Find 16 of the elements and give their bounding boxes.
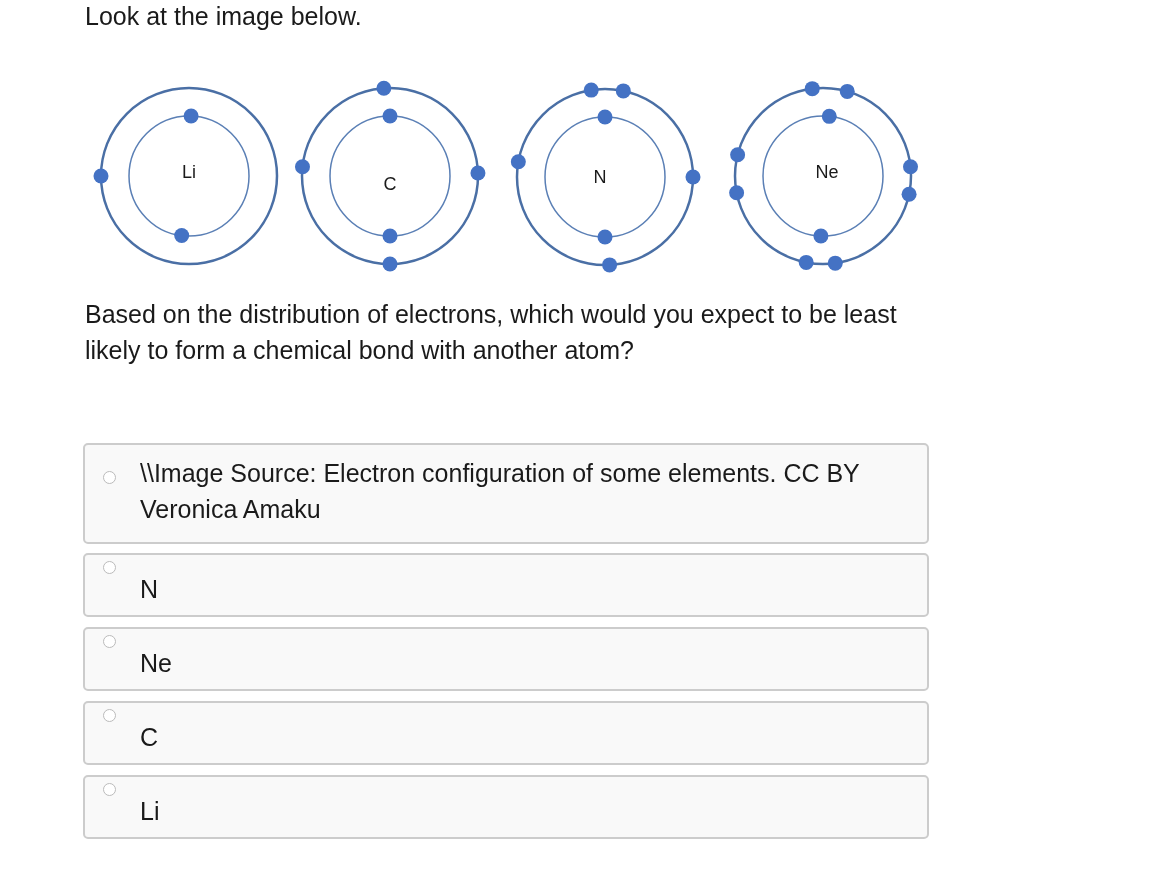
option-text: C (140, 722, 160, 753)
question-text: Based on the distribution of electrons, which would you expect to be least likely to form a chemical bond with another atom? (85, 299, 898, 366)
element-symbol: Li (182, 161, 196, 183)
option-text: \\Image Source: Electron configuration of some elements. CC BY Veronica Amaku (140, 458, 861, 525)
element-symbol: Ne (815, 161, 839, 183)
instruction-text: Look at the image below. (85, 1, 362, 32)
option-text: Li (140, 796, 161, 827)
answer-option (83, 627, 929, 691)
option-text: Ne (140, 648, 173, 679)
answer-option (83, 775, 929, 839)
answer-option (83, 443, 929, 544)
answer-option (83, 553, 929, 617)
answer-option (83, 701, 929, 765)
element-symbol: N (593, 166, 607, 188)
element-symbol: C (383, 173, 397, 195)
option-text: N (140, 574, 160, 605)
